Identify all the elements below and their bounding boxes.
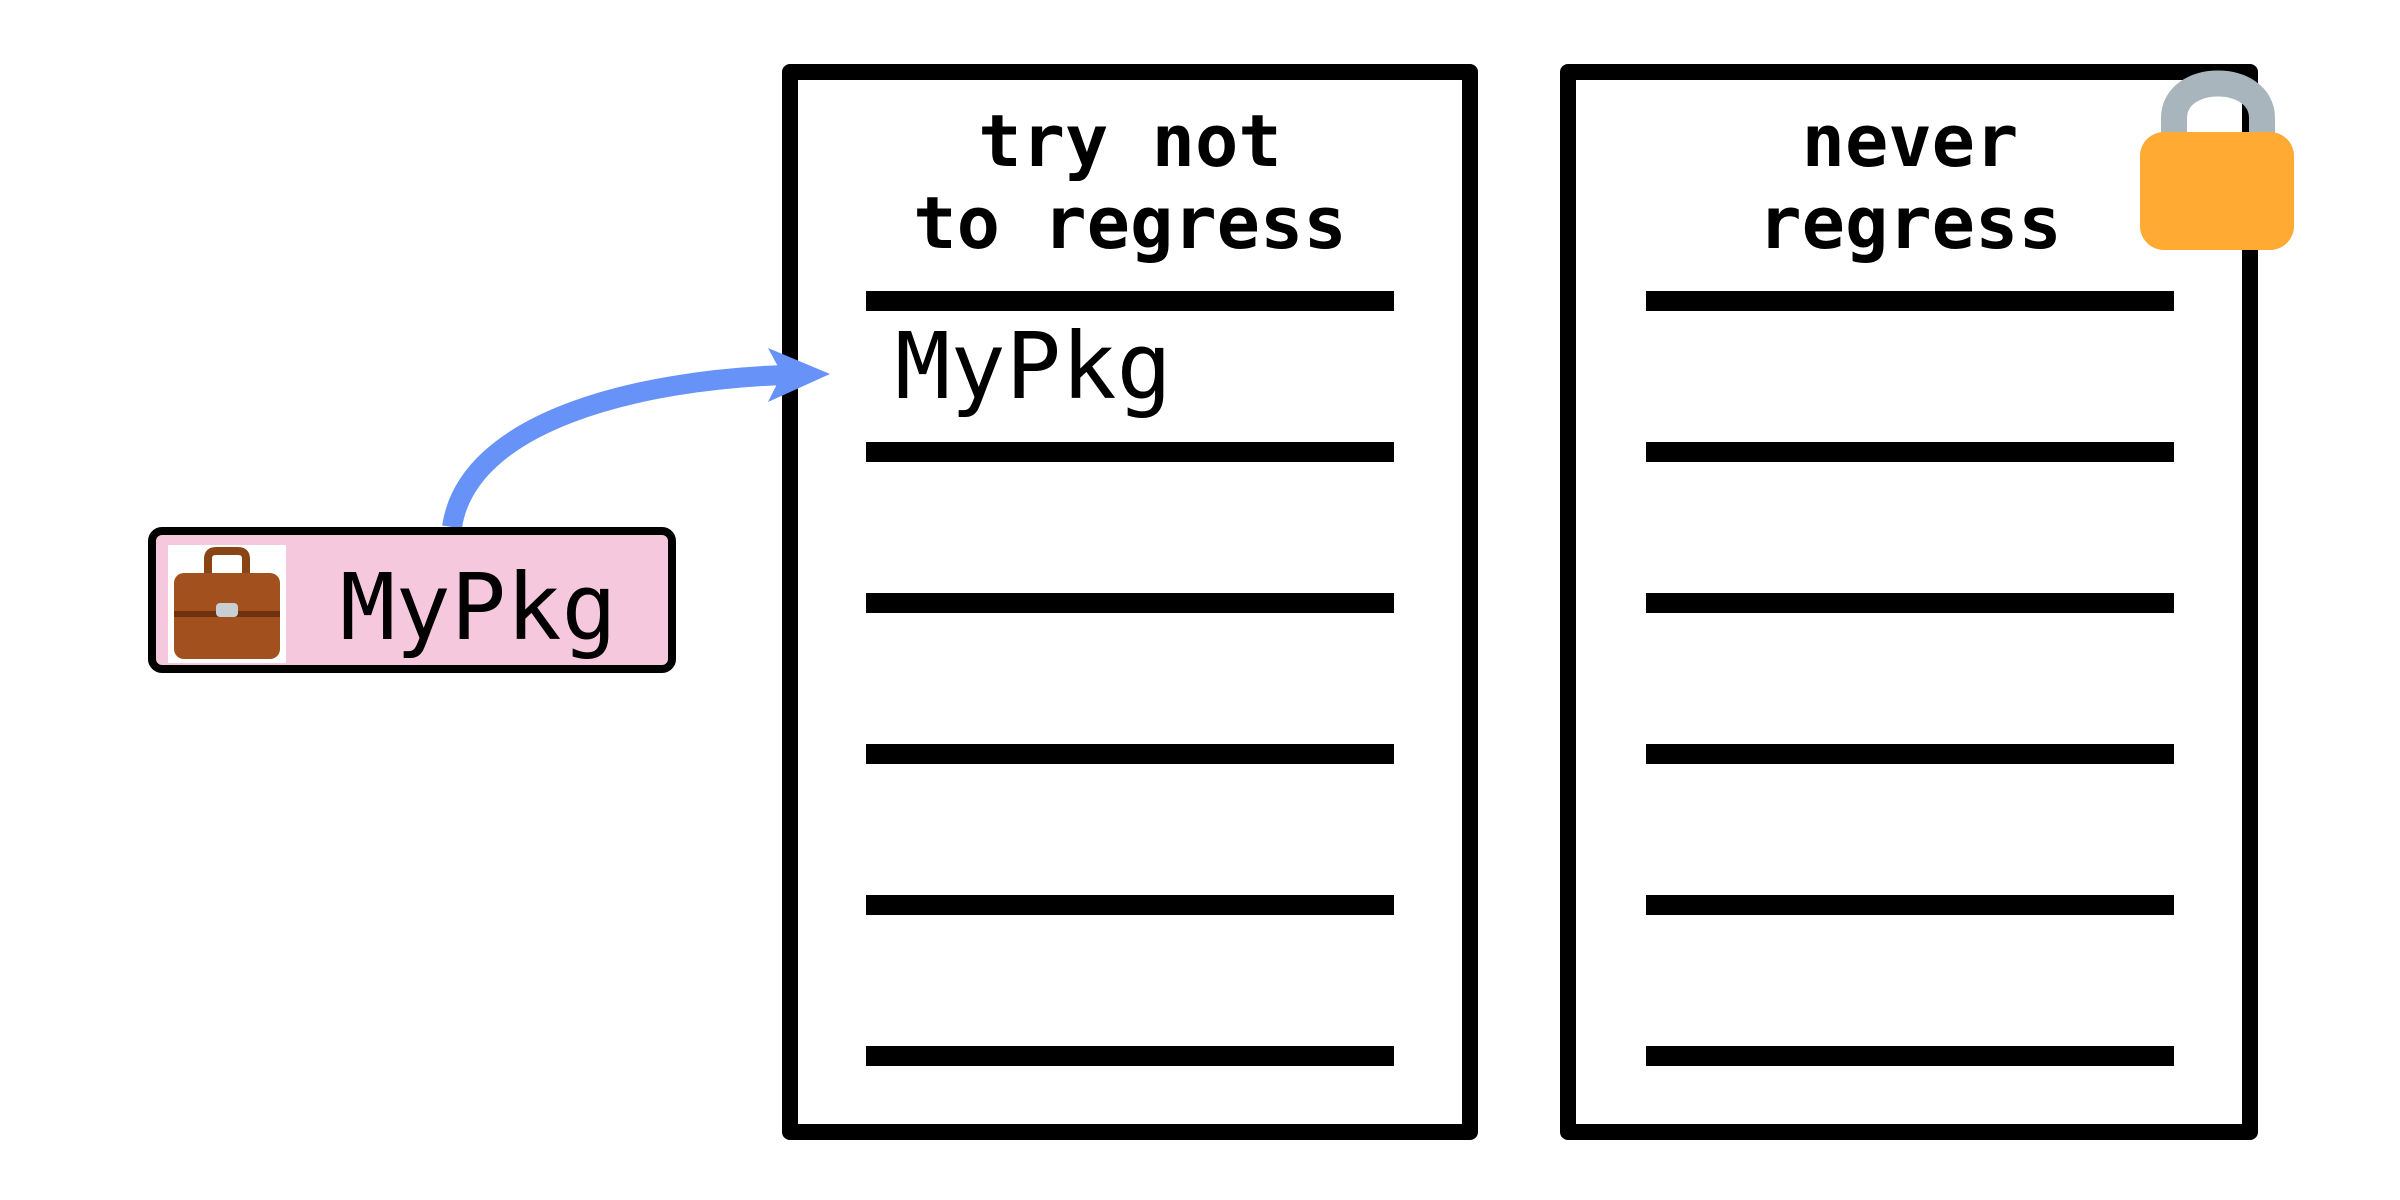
package-name: MyPkg [340, 554, 617, 661]
column-title-line: never [1801, 99, 2019, 183]
list-line [866, 1046, 1394, 1066]
list-line [1646, 744, 2174, 764]
panel-frame [782, 64, 1478, 1140]
briefcase-icon [168, 545, 286, 663]
panel-frame [1560, 64, 2258, 1140]
column-title-line: to regress [913, 181, 1347, 265]
list-line [1646, 895, 2174, 915]
list-line [866, 291, 1394, 311]
lock-icon [2140, 70, 2294, 250]
list-entry: MyPkg [895, 313, 1172, 420]
column-title-line: try not [978, 99, 1282, 183]
list-line [1646, 1046, 2174, 1066]
move-arrow [442, 348, 830, 529]
list-line [1646, 442, 2174, 462]
list-line [866, 442, 1394, 462]
list-line [866, 895, 1394, 915]
list-line [866, 593, 1394, 613]
list-line [1646, 593, 2174, 613]
list-panel-never-regress [1560, 64, 2258, 1140]
list-line [1646, 291, 2174, 311]
list-panel-try-not-to-regress [782, 64, 1478, 1140]
column-title-line: regress [1758, 181, 2062, 265]
package-card[interactable]: MyPkg [148, 527, 676, 673]
list-line [866, 744, 1394, 764]
